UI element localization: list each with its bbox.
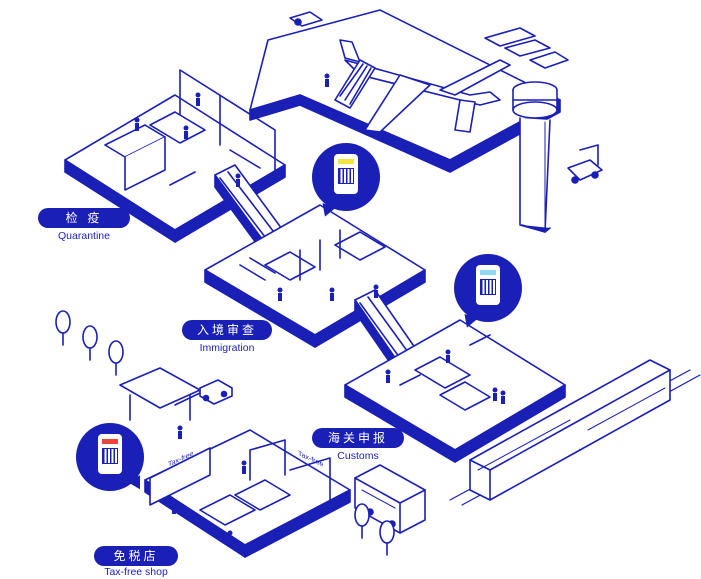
tree-icon xyxy=(55,310,395,556)
boarding-stairs xyxy=(334,59,376,109)
phone-qr-icon xyxy=(98,434,122,474)
phone-qr-icon xyxy=(334,154,358,194)
zone-sublabel-customs: Customs xyxy=(337,450,379,462)
phone-qr-callout-customs xyxy=(454,254,522,322)
phone-qr-callout-taxfree xyxy=(76,423,144,491)
zone-label-taxfree: 免税店 xyxy=(94,546,178,566)
car-icon xyxy=(199,379,233,405)
phone-qr-icon xyxy=(476,265,500,305)
zone-label-customs: 海关申报 xyxy=(312,428,404,448)
control-tower-icon xyxy=(512,81,558,233)
luggage-cart-icon xyxy=(484,27,569,69)
zone-sublabel-quarantine: Quarantine xyxy=(58,230,110,242)
zone-label-quarantine: 检 疫 xyxy=(38,208,130,228)
bus-icon xyxy=(354,464,426,534)
tow-vehicle-icon xyxy=(289,11,323,27)
forklift-icon xyxy=(567,144,603,184)
airplane-icon xyxy=(339,39,511,133)
taxfree-platform xyxy=(144,429,351,558)
zone-sublabel-immigration: Immigration xyxy=(199,342,255,354)
customs-platform xyxy=(344,319,566,463)
person-figures xyxy=(134,73,506,544)
phone-qr-callout-immigration xyxy=(312,143,380,211)
parking-booth xyxy=(119,367,201,421)
train-icon xyxy=(449,359,701,506)
zone-sublabel-taxfree: Tax-free shop xyxy=(104,566,168,578)
zone-label-immigration: 入境审查 xyxy=(182,320,272,340)
